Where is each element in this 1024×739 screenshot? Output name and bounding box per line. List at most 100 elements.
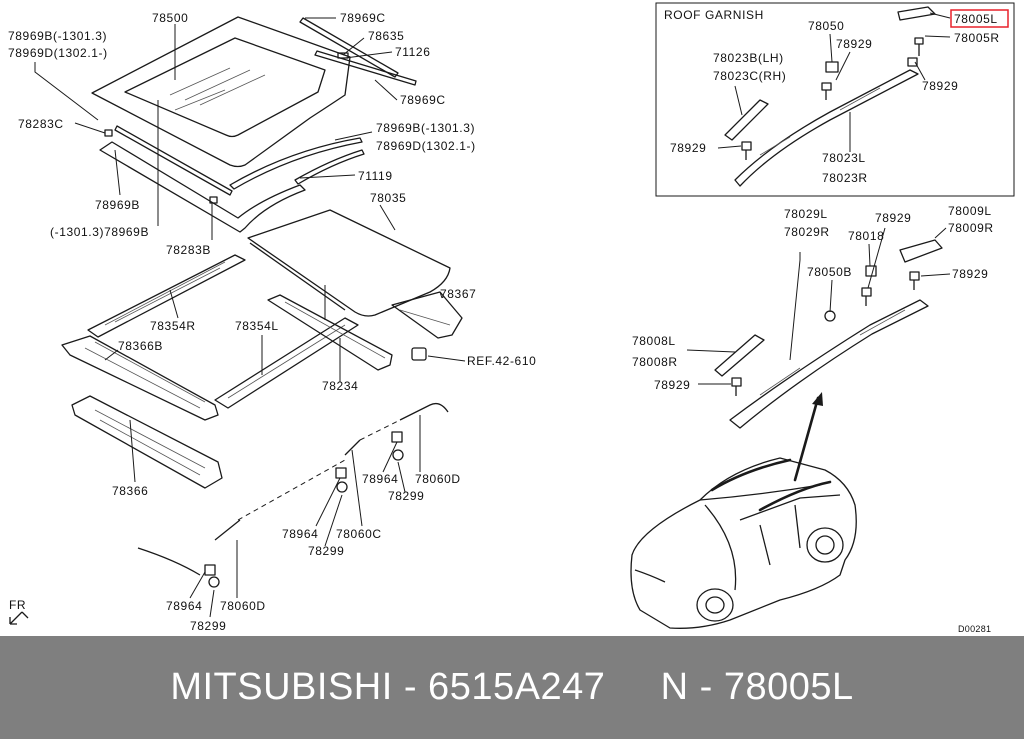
label-78366: 78366: [112, 484, 148, 498]
label-78500: 78500: [152, 11, 188, 25]
label-78060d-a: 78060D: [220, 599, 266, 613]
label-78018: 78018: [848, 229, 884, 243]
garnish-bolt-d: [907, 57, 918, 67]
label-78029l: 78029L: [784, 207, 828, 221]
label-78964-b: 78964: [282, 527, 318, 541]
label-78929-gc: 78929: [670, 141, 706, 155]
grommet-78299-c: [392, 449, 404, 461]
seal-strip-right: [229, 137, 363, 190]
label-78008l: 78008L: [632, 334, 676, 348]
footer-banner: MITSUBISHI - 6515A247 N - 78005L: [0, 636, 1024, 739]
label-78023c: 78023C(RH): [713, 69, 786, 83]
grommet-78299-b: [336, 481, 348, 493]
roof-garnish-box: [655, 2, 1015, 197]
label-78009l: 78009L: [948, 204, 992, 218]
label-78050: 78050: [808, 19, 844, 33]
label-78969b-2: 78969B(-1301.3): [376, 121, 475, 135]
front-direction-arrow-icon: [9, 611, 29, 625]
seal-71119: [294, 149, 365, 185]
clip-78964-c: [391, 431, 403, 443]
rail-bolt-b: [909, 271, 920, 290]
label-78367: 78367: [440, 287, 476, 301]
garnish-bolt-b: [821, 82, 832, 100]
garnish-bolt-c: [741, 141, 752, 160]
roof-rail-78029: [729, 299, 929, 429]
label-78964-a: 78964: [166, 599, 202, 613]
roof-bow-78234: [267, 294, 393, 371]
label-78050b: 78050B: [807, 265, 852, 279]
rear-bow-78366: [71, 395, 223, 489]
seal-71126: [314, 50, 417, 86]
label-71126: 71126: [395, 45, 430, 59]
ref-42-610-part: [411, 347, 427, 361]
label-78929-ra: 78929: [875, 211, 911, 225]
label-78023l: 78023L: [822, 151, 866, 165]
label-78969c-mid: 78969C: [400, 93, 446, 107]
label-78964-c: 78964: [362, 472, 398, 486]
label-78299-b: 78299: [308, 544, 344, 558]
label-78283c: 78283C: [18, 117, 64, 131]
roof-frame: [99, 141, 306, 233]
label-78008r: 78008R: [632, 355, 678, 369]
rail-bolt-a: [861, 287, 872, 306]
label-78005l: 78005L: [954, 12, 998, 26]
label-78366b: 78366B: [118, 339, 163, 353]
roof-rail-78354r: [87, 254, 246, 338]
highlight-78005l: [950, 9, 1009, 28]
rail-end-78009: [899, 239, 943, 263]
grommet-78299-a: [208, 576, 220, 588]
label-78023b: 78023B(LH): [713, 51, 784, 65]
label-78283b: 78283B: [166, 243, 211, 257]
label-78299-a: 78299: [190, 619, 226, 633]
label-78029r: 78029R: [784, 225, 830, 239]
label-78929-ga: 78929: [836, 37, 872, 51]
label-1301-78969b: (-1301.3)78969B: [50, 225, 149, 239]
label-fr: FR: [9, 598, 26, 612]
label-78234: 78234: [322, 379, 358, 393]
parts-diagram: 78500 78969B(-1301.3) 78969D(1302.1-) 78…: [8, 2, 1015, 634]
roof-garnish-rail-78023: [734, 69, 919, 187]
label-78969d-1: 78969D(1302.1-): [8, 46, 108, 60]
label-71119: 71119: [358, 169, 393, 183]
rail-grommet-78050b: [824, 310, 836, 322]
roof-garnish-title: ROOF GARNISH: [664, 8, 764, 22]
rail-end-78008: [714, 334, 765, 377]
roof-rail-78354l: [214, 317, 359, 409]
label-78060c: 78060C: [336, 527, 382, 541]
label-78929-gb: 78929: [922, 79, 958, 93]
label-78969b-1: 78969B(-1301.3): [8, 29, 107, 43]
callout-arrow-icon: [793, 396, 820, 482]
label-78929-rc: 78929: [654, 378, 690, 392]
rail-bolt-c: [731, 377, 742, 396]
clip-78964-a: [204, 564, 216, 576]
seal-78969c: [299, 17, 399, 78]
label-78299-c: 78299: [388, 489, 424, 503]
clip-78283c: [104, 129, 113, 137]
label-ref-42-610: REF.42-610: [467, 354, 536, 368]
rear-header-78367: [391, 291, 463, 339]
callout-arrowhead-icon: [812, 392, 823, 406]
front-header-78366b: [61, 335, 219, 421]
drain-hose: [137, 547, 201, 576]
clip-78283b: [209, 196, 218, 204]
label-78969b-3: 78969B: [95, 198, 140, 212]
label-78969c-top: 78969C: [340, 11, 386, 25]
garnish-bolt-a: [914, 37, 924, 56]
rail-clip-78018: [865, 265, 877, 277]
sunroof-glass-78500: [91, 16, 351, 168]
label-78023r: 78023R: [822, 171, 868, 185]
label-78354l: 78354L: [235, 319, 279, 333]
clip-78964-b: [335, 467, 347, 479]
clip-78635: [337, 52, 349, 59]
label-78035: 78035: [370, 191, 406, 205]
part-number-caption: MITSUBISHI - 6515A247 N - 78005L: [170, 666, 854, 708]
garnish-clip-78050: [825, 61, 839, 73]
left-leader-lines: [34, 17, 466, 618]
label-78969d-2: 78969D(1302.1-): [376, 139, 476, 153]
vehicle-illustration: [630, 457, 857, 629]
garnish-end-78023b: [724, 99, 769, 141]
label-78635: 78635: [368, 29, 404, 43]
label-78009r: 78009R: [948, 221, 994, 235]
diagram-code: D00281: [958, 624, 991, 634]
